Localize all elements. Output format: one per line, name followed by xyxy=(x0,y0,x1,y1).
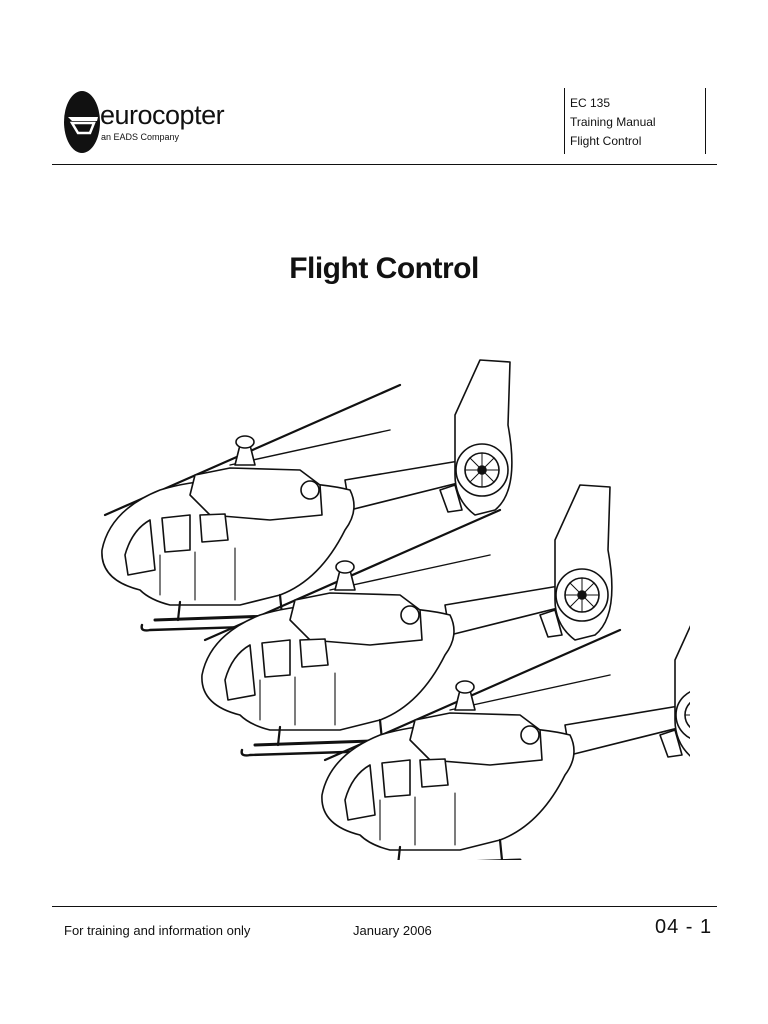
document-header-box: EC 135 Training Manual Flight Control xyxy=(564,88,706,154)
page-number: 04 - 1 xyxy=(655,916,713,938)
footer-date: January 2006 xyxy=(353,923,432,938)
eurocopter-logo: eurocopter an EADS Company xyxy=(64,88,234,158)
footer-divider xyxy=(52,906,717,907)
header-divider xyxy=(52,164,717,165)
logo-subtitle: an EADS Company xyxy=(101,132,180,142)
header-section: Flight Control xyxy=(570,134,642,148)
helicopter-formation-icon xyxy=(100,358,690,860)
header-model: EC 135 xyxy=(570,96,611,110)
logo-mark-icon xyxy=(64,91,100,153)
footer-disclaimer: For training and information only xyxy=(64,923,251,938)
logo-name: eurocopter xyxy=(100,100,225,130)
header-manual: Training Manual xyxy=(570,115,656,129)
page-title: Flight Control xyxy=(289,252,479,285)
